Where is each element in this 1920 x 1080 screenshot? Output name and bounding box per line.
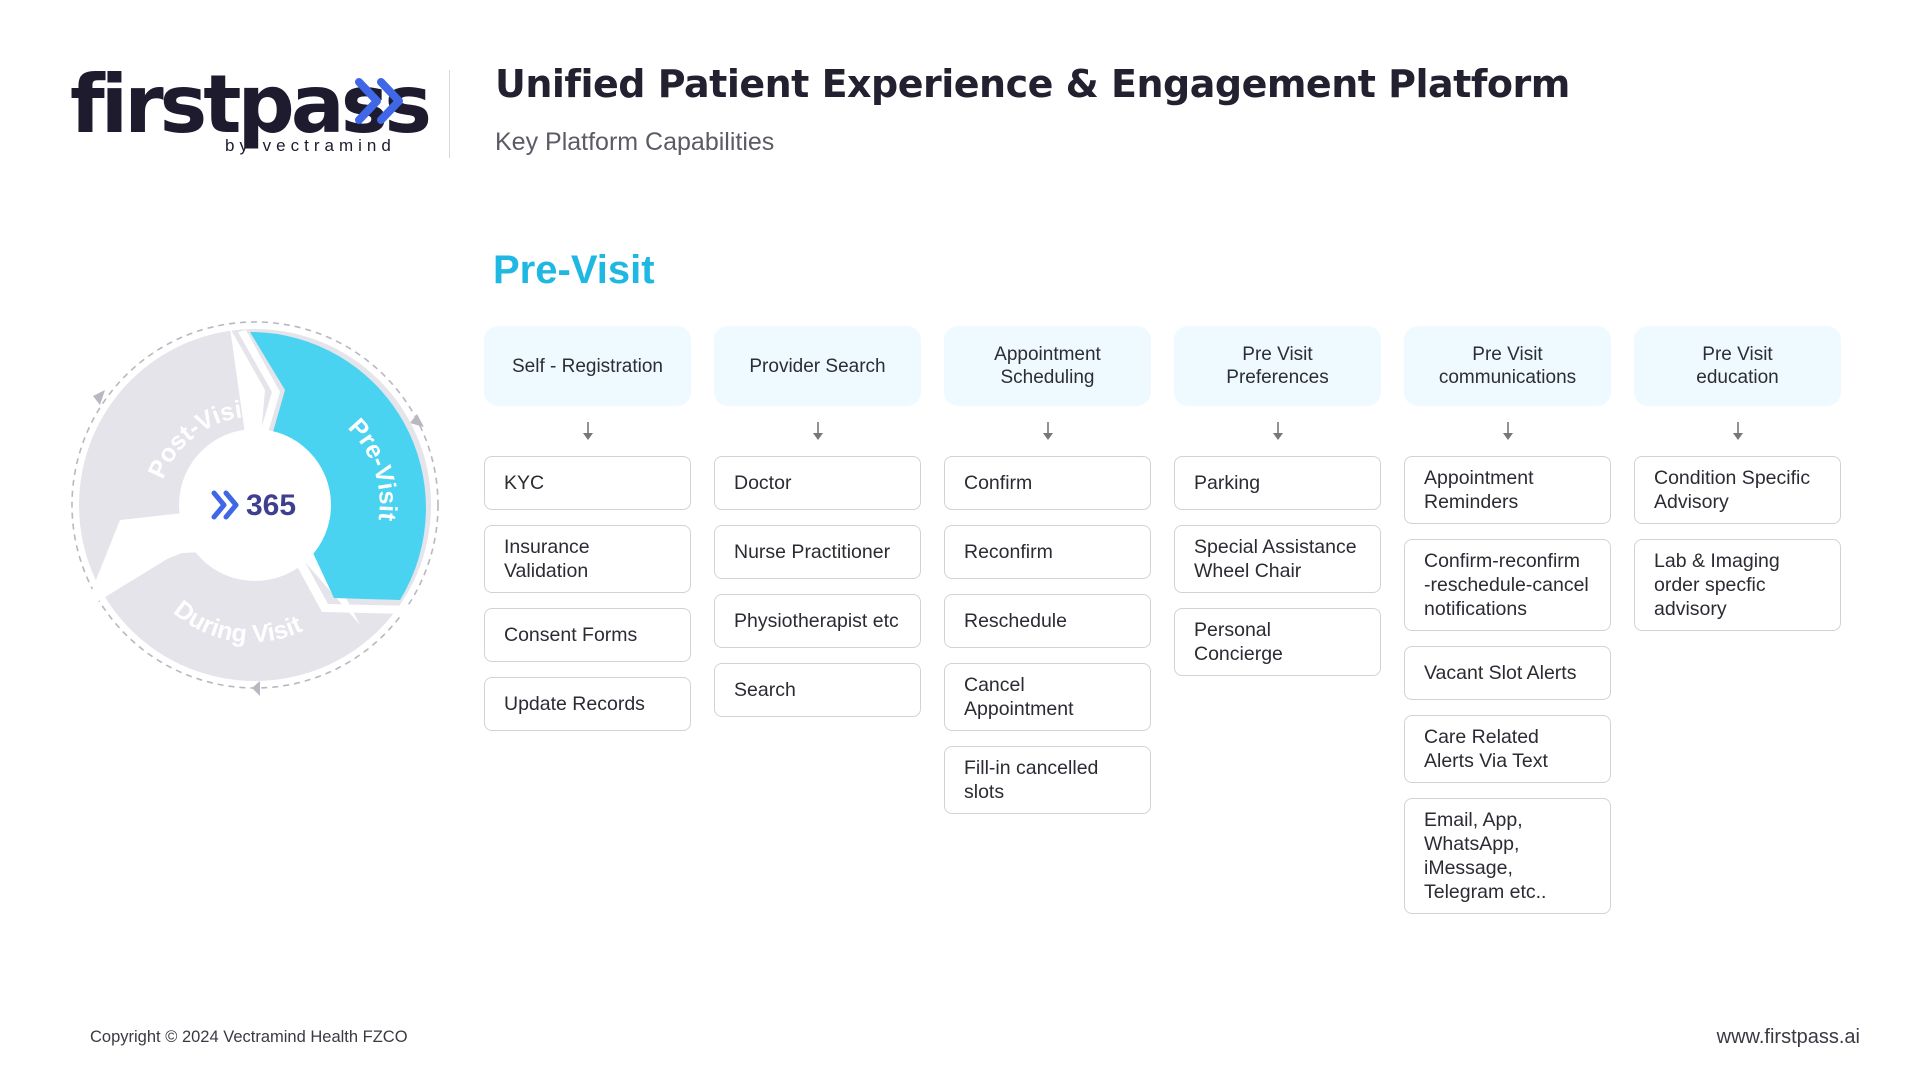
capability-column: Pre Visit communications Appointment Rem…	[1404, 326, 1611, 914]
capability-item: Physiotherapist etc	[714, 594, 921, 648]
capability-item: Nurse Practitioner	[714, 525, 921, 579]
column-header: Pre Visit education	[1634, 326, 1841, 406]
website-link[interactable]: www.firstpass.ai	[1716, 1026, 1860, 1048]
section-title: Pre-Visit	[493, 248, 655, 292]
capability-item: Reschedule	[944, 594, 1151, 648]
capability-item: Update Records	[484, 677, 691, 731]
capability-item: Fill-in cancelled slots	[944, 746, 1151, 814]
brand-logo: firstpass by vectramind	[70, 62, 432, 162]
down-arrow-icon	[1634, 406, 1841, 456]
page-title: Unified Patient Experience & Engagement …	[495, 62, 1570, 106]
ring-arrow-top-left-icon	[93, 390, 105, 405]
capability-item: Appointment Reminders	[1404, 456, 1611, 524]
capability-item: Special Assistance Wheel Chair	[1174, 525, 1381, 593]
ring-arrow-bottom-icon	[252, 681, 260, 696]
capability-item: Confirm-reconfirm -reschedule-cancel not…	[1404, 539, 1611, 631]
column-header: Pre Visit communications	[1404, 326, 1611, 406]
logo-tagline: by vectramind	[225, 136, 396, 155]
cycle-center-label: 365	[246, 489, 296, 522]
capability-item: Insurance Validation	[484, 525, 691, 593]
double-chevron-icon	[355, 78, 403, 124]
capability-item: Personal Concierge	[1174, 608, 1381, 676]
capability-item: Consent Forms	[484, 608, 691, 662]
capability-column: Pre Visit Preferences Parking Special As…	[1174, 326, 1381, 676]
copyright-text: Copyright © 2024 Vectramind Health FZCO	[90, 1028, 408, 1046]
cycle-center	[179, 429, 331, 581]
capability-item: Vacant Slot Alerts	[1404, 646, 1611, 700]
down-arrow-icon	[484, 406, 691, 456]
segment-gap	[238, 330, 280, 460]
capability-column: Provider Search Doctor Nurse Practitione…	[714, 326, 921, 717]
segment-gap	[286, 542, 412, 614]
down-arrow-icon	[944, 406, 1151, 456]
column-header: Provider Search	[714, 326, 921, 406]
capability-item: Lab & Imaging order specfic advisory	[1634, 539, 1841, 631]
capability-column: Self - Registration KYC Insurance Valida…	[484, 326, 691, 731]
capability-item: Doctor	[714, 456, 921, 510]
capability-column: Appointment Scheduling Confirm Reconfirm…	[944, 326, 1151, 814]
capability-item: Reconfirm	[944, 525, 1151, 579]
capability-item: KYC	[484, 456, 691, 510]
header-divider	[449, 70, 450, 158]
down-arrow-icon	[1404, 406, 1611, 456]
center-chevron-icon	[211, 490, 239, 520]
ring-arrow-right-icon	[410, 414, 424, 427]
capability-item: Care Related Alerts Via Text	[1404, 715, 1611, 783]
column-header: Pre Visit Preferences	[1174, 326, 1381, 406]
capability-item: Email, App, WhatsApp, iMessage, Telegram…	[1404, 798, 1611, 914]
capability-item: Cancel Appointment	[944, 663, 1151, 731]
capability-item: Search	[714, 663, 921, 717]
capability-column: Pre Visit education Condition Specific A…	[1634, 326, 1841, 631]
visit-cycle-diagram: 365 Pre-Visit During Visit Post-Visit	[71, 321, 439, 696]
cycle-segment-pre-visit	[250, 332, 426, 600]
capability-item: Parking	[1174, 456, 1381, 510]
page-subtitle: Key Platform Capabilities	[495, 128, 775, 156]
down-arrow-icon	[1174, 406, 1381, 456]
column-header: Appointment Scheduling	[944, 326, 1151, 406]
capability-item: Confirm	[944, 456, 1151, 510]
column-header: Self - Registration	[484, 326, 691, 406]
capability-item: Condition Specific Advisory	[1634, 456, 1841, 524]
down-arrow-icon	[714, 406, 921, 456]
